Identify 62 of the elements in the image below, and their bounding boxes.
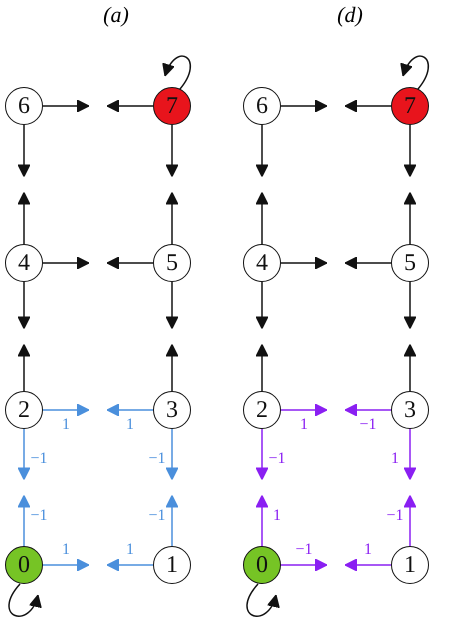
arrow xyxy=(344,99,391,113)
state-circle: 3 xyxy=(391,391,429,429)
arrow xyxy=(255,494,269,546)
state-circle: 2 xyxy=(243,391,281,429)
state-circle: 4 xyxy=(5,244,43,282)
loop-arrow xyxy=(246,584,279,617)
arrow xyxy=(106,256,153,270)
arrow xyxy=(17,344,31,391)
state-circle: 5 xyxy=(153,244,191,282)
state-circle: 1 xyxy=(391,546,429,584)
arrow xyxy=(165,344,179,391)
state-circle: 6 xyxy=(5,87,43,125)
panel-label: (d) xyxy=(337,4,363,26)
arrow xyxy=(403,429,417,480)
arrow xyxy=(403,192,417,244)
arrow xyxy=(403,344,417,391)
arrow xyxy=(255,344,269,391)
arrow xyxy=(281,256,328,270)
arrow xyxy=(403,282,417,330)
state-circle: 6 xyxy=(243,87,281,125)
panel-label: (a) xyxy=(103,4,129,26)
state-circle: 2 xyxy=(5,391,43,429)
arrow xyxy=(43,99,90,113)
arrow xyxy=(403,494,417,546)
arrow xyxy=(165,282,179,330)
arrow xyxy=(106,403,153,417)
state-circle: 0 xyxy=(5,546,43,584)
arrow xyxy=(106,99,153,113)
arrow xyxy=(17,282,31,330)
arrow xyxy=(106,558,153,572)
arrow xyxy=(17,429,31,480)
arrow xyxy=(255,125,269,178)
arrow xyxy=(281,558,328,572)
arrow xyxy=(165,125,179,178)
arrow xyxy=(17,494,31,546)
arrow xyxy=(344,403,391,417)
arrow xyxy=(43,558,90,572)
state-circle: 0 xyxy=(243,546,281,584)
arrow xyxy=(17,125,31,178)
arrow xyxy=(43,256,90,270)
state-circle: 1 xyxy=(153,546,191,584)
arrow xyxy=(165,494,179,546)
arrow xyxy=(165,429,179,480)
arrow xyxy=(344,558,391,572)
state-circle: 5 xyxy=(391,244,429,282)
arrow xyxy=(255,192,269,244)
state-circle: 7 xyxy=(153,87,191,125)
arrow xyxy=(255,282,269,330)
state-circle: 3 xyxy=(153,391,191,429)
arrow xyxy=(165,192,179,244)
loop-arrow xyxy=(8,584,41,617)
state-circle: 4 xyxy=(243,244,281,282)
arrow xyxy=(17,192,31,244)
arrow xyxy=(255,429,269,480)
arrow xyxy=(281,403,328,417)
arrow xyxy=(344,256,391,270)
state-circle: 7 xyxy=(391,87,429,125)
arrow xyxy=(281,99,328,113)
loop-arrow xyxy=(163,56,191,90)
loop-arrow xyxy=(401,56,429,90)
arrow xyxy=(43,403,90,417)
arrow xyxy=(403,125,417,178)
